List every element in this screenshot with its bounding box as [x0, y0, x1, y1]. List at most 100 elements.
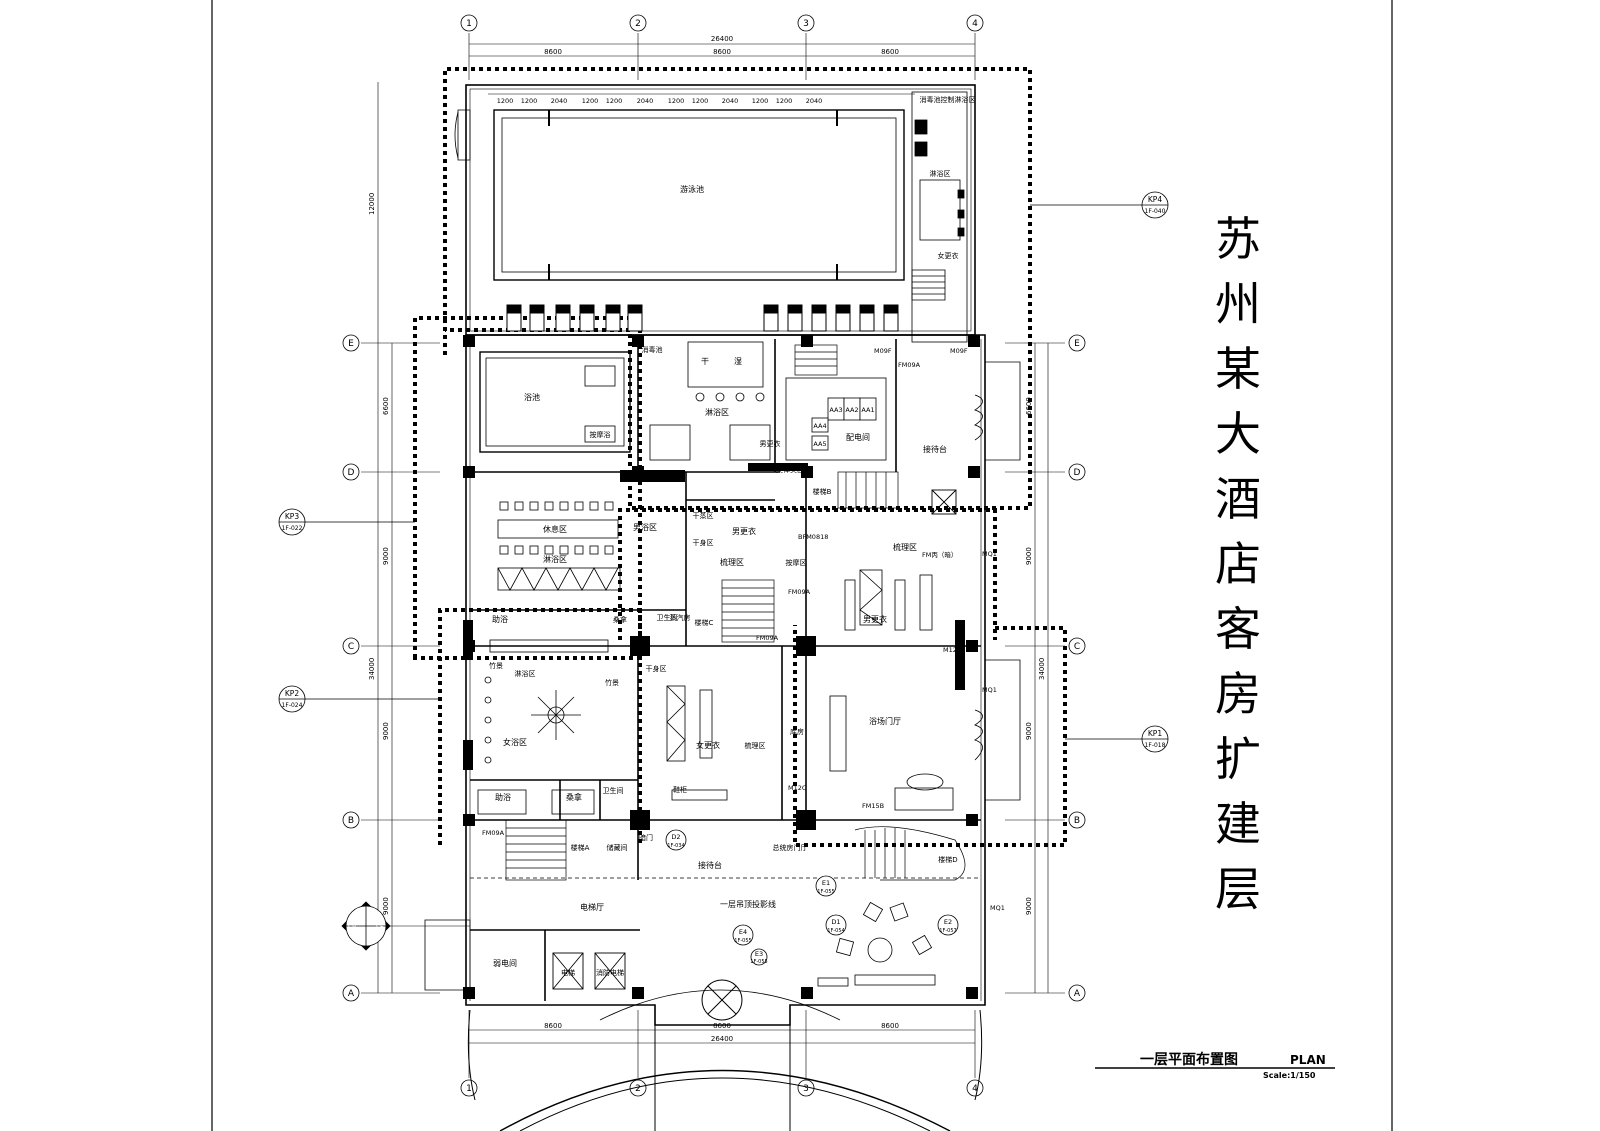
- drawing-title-block: 一层平面布置图 PLAN Scale:1/150: [1095, 1051, 1335, 1080]
- pool-dim: 1200: [752, 97, 769, 105]
- grid-row-a-left: A: [348, 989, 355, 999]
- door-fm09a-1: FM09A: [898, 361, 921, 369]
- room-grooming-right: 梳理区: [893, 542, 917, 552]
- grid-col-2-top: 2: [635, 19, 641, 29]
- pool-dim: 2040: [806, 97, 823, 105]
- room-toilet-f: 卫生间: [603, 786, 624, 795]
- room-shower-f: 淋浴区: [515, 669, 536, 678]
- room-male-changing-right: 男更衣: [863, 614, 887, 624]
- keyplan-kp3-sheet: 1F-022: [282, 525, 303, 532]
- pool-dim: 1200: [497, 97, 514, 105]
- door-mq1: MQ1: [982, 550, 997, 558]
- room-dark-door: 暗门: [639, 833, 653, 842]
- title-char: 房: [1215, 667, 1261, 721]
- room-massage-chair: 按摩区: [786, 558, 807, 567]
- room-stair-b: 楼梯B: [813, 487, 832, 496]
- room-stair-a: 楼梯A: [571, 843, 590, 852]
- dim-left-5: 9000: [382, 897, 390, 915]
- keyplan-kp1-code: KP1: [1148, 729, 1162, 738]
- room-female-changing: 女更衣: [696, 740, 720, 750]
- pool-dim: 2040: [551, 97, 568, 105]
- room-male-zone: 男浴区: [633, 522, 657, 532]
- pool-side-lounge: [454, 109, 471, 161]
- elev-d1-sheet: 1F-054: [827, 928, 844, 934]
- pool-dim: 2040: [722, 97, 739, 105]
- door-fm09a-3: FM09A: [756, 634, 779, 642]
- cabinet-aa4: AA4: [813, 422, 826, 430]
- sheet-border: [211, 0, 1393, 1131]
- dim-top-total: 26400: [711, 35, 733, 43]
- room-rest-area: 休息区: [543, 524, 567, 534]
- room-help-bath-2: 助浴: [495, 792, 511, 802]
- title-char: 酒: [1215, 472, 1261, 526]
- keyplan-kp2-code: KP2: [285, 689, 299, 698]
- title-char: 扩: [1215, 732, 1261, 786]
- title-char: 层: [1215, 862, 1261, 916]
- dim-top-bay-2: 8600: [713, 48, 731, 56]
- door-m12c-2: M12C: [788, 784, 807, 792]
- room-sauna-2: 桑拿: [566, 792, 582, 802]
- elev-cluster-e6: E6: [376, 923, 384, 931]
- entrance-canopy: [467, 979, 983, 1131]
- grid-row-e-left: E: [348, 339, 354, 349]
- door-fm09a-4: FM09A: [482, 829, 505, 837]
- title-char: 客: [1215, 602, 1261, 656]
- title-char: 建: [1215, 797, 1261, 851]
- room-wet: 湿: [734, 357, 742, 366]
- pool-dim: 1200: [521, 97, 538, 105]
- room-elevator-1: 电梯: [561, 968, 575, 977]
- keyplan-callouts: [278, 191, 1169, 753]
- room-bath-beauty: 美体美区: [776, 465, 804, 474]
- room-grooming: 梳理区: [720, 557, 744, 567]
- dim-left-1: 12000: [368, 193, 376, 215]
- room-spa-lobby: 浴场门厅: [869, 716, 901, 726]
- room-shower-top: 淋浴区: [930, 169, 951, 178]
- elev-e2-sheet: 1F-057: [939, 928, 956, 934]
- dim-bottom-bay-2: 8600: [713, 1022, 731, 1030]
- title-char: 大: [1215, 407, 1261, 461]
- room-stair-d: 楼梯D: [938, 855, 957, 864]
- stairs: [505, 344, 966, 881]
- shower-fixtures: [649, 119, 965, 461]
- door-m12c: M12C: [943, 646, 962, 654]
- drawing-title: 一层平面布置图: [1140, 1051, 1238, 1068]
- lockers: [666, 569, 954, 811]
- room-male-changing-small: 男更衣: [760, 439, 781, 448]
- room-dry-body: 干身区: [646, 664, 667, 673]
- grid-row-d-right: D: [1074, 468, 1081, 478]
- room-sauna: 桑拿: [613, 615, 627, 624]
- dim-left-total: 34000: [368, 658, 376, 680]
- elev-e3-sheet: 1F-055: [750, 959, 767, 965]
- dimension-sides: [377, 82, 1049, 993]
- bath-pool: [479, 351, 631, 453]
- room-steam: 蒸汽房: [670, 613, 691, 622]
- grid-row-c-left: C: [348, 642, 354, 652]
- room-disinfect-pool: 消毒池: [920, 95, 941, 104]
- elev-cluster-e5: E5: [362, 911, 370, 919]
- grid-row-d-left: D: [348, 468, 355, 478]
- title-char: 某: [1215, 342, 1261, 396]
- grid-lines: [361, 33, 1065, 1078]
- grid-row-b-right: B: [1074, 816, 1080, 826]
- elev-e1-sheet: 1F-055: [817, 889, 834, 895]
- room-wet-steam: 干身区: [693, 538, 714, 547]
- elev-cluster-e7: E7: [362, 935, 370, 943]
- dim-left-4: 9000: [382, 722, 390, 740]
- room-shoes: 鞋柜: [673, 785, 687, 794]
- grid-col-3-top: 3: [803, 19, 809, 29]
- door-bfm: BFM0818: [798, 533, 828, 541]
- room-male-changing: 男更衣: [732, 526, 756, 536]
- vertical-title: 苏 州 某 大 酒 店 客 房 扩 建 层: [1215, 212, 1261, 916]
- grid-col-1-bottom: 1: [466, 1084, 472, 1094]
- pool-dim: 1200: [668, 97, 685, 105]
- room-lobby: 总统房门厅: [773, 843, 808, 852]
- dim-top-bay-1: 8600: [544, 48, 562, 56]
- dim-right-2: 9000: [1025, 547, 1033, 565]
- rest-area-table: [489, 501, 621, 653]
- dim-bottom-total: 26400: [711, 1035, 733, 1043]
- room-weak-power: 弱电间: [493, 958, 517, 968]
- structural-columns: [463, 335, 980, 999]
- grid-bubbles: [342, 14, 1086, 1097]
- dimension-top: [469, 43, 975, 1044]
- room-bath-pool: 浴池: [524, 392, 540, 402]
